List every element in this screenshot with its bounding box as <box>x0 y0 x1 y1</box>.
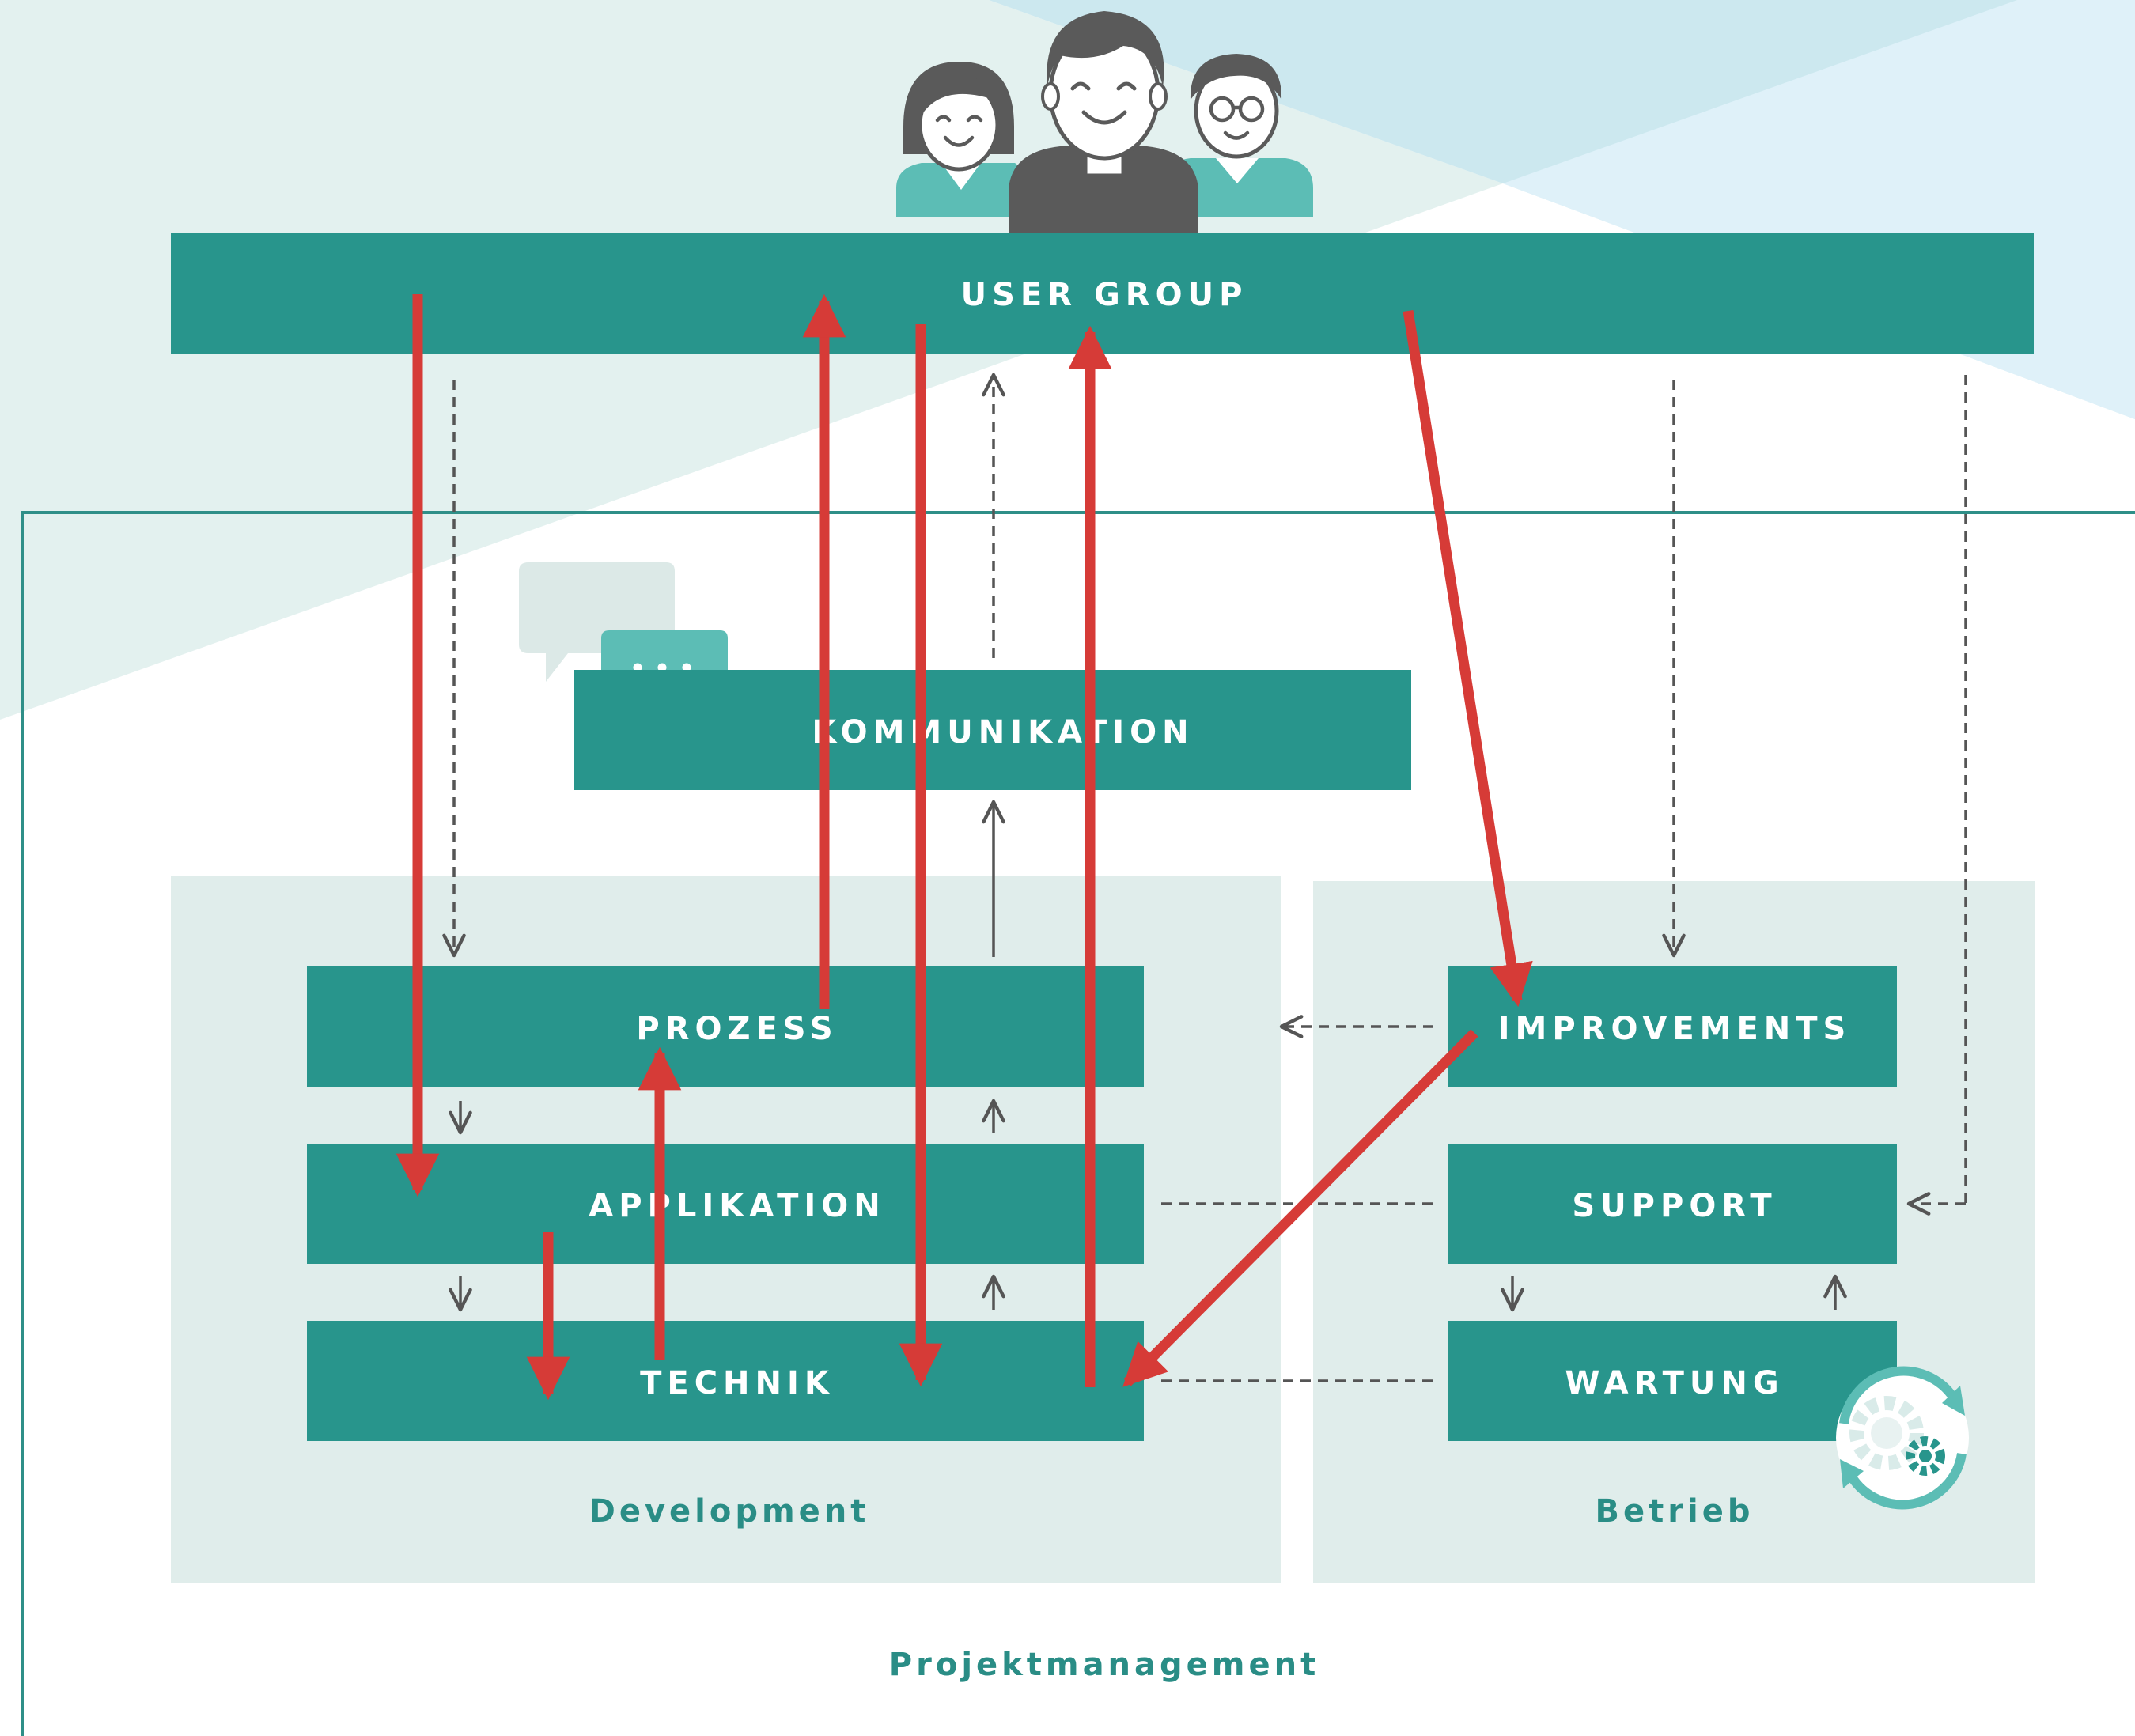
box-prozess: PROZESS <box>307 966 1144 1087</box>
box-support: SUPPORT <box>1448 1144 1897 1264</box>
technik-label: TECHNIK <box>640 1365 835 1401</box>
projektmanagement-frame <box>21 511 2135 1736</box>
betrieb-group-label: Betrieb <box>1596 1493 1755 1530</box>
wartung-label: WARTUNG <box>1565 1365 1784 1401</box>
kommunikation-label: KOMMUNIKATION <box>812 714 1194 751</box>
person-center <box>1009 11 1198 234</box>
box-wartung: WARTUNG <box>1448 1321 1897 1441</box>
development-group-label: Development <box>589 1493 870 1530</box>
support-label: SUPPORT <box>1572 1188 1777 1224</box>
prozess-label: PROZESS <box>636 1011 838 1047</box>
user-group-people-icon <box>896 11 1313 234</box>
applikation-label: APPLIKATION <box>589 1188 885 1224</box>
box-user-group: USER GROUP <box>171 233 2034 354</box>
red-arrows <box>396 293 1533 1401</box>
person-left <box>896 62 1023 217</box>
projektmanagement-label: Projektmanagement <box>889 1647 1319 1683</box>
box-kommunikation: KOMMUNIKATION <box>574 670 1411 790</box>
red-arrow-ug-to-improvements <box>1403 309 1533 1008</box>
box-applikation: APPLIKATION <box>307 1144 1144 1264</box>
improvements-label: IMPROVEMENTS <box>1498 1011 1852 1047</box>
gears-cycle-icon <box>1836 1366 1969 1510</box>
box-improvements: IMPROVEMENTS <box>1448 966 1897 1087</box>
user-group-label: USER GROUP <box>961 277 1248 313</box>
red-arrow-improvements-to-technik <box>1122 1029 1478 1387</box>
box-technik: TECHNIK <box>307 1321 1144 1441</box>
dashed-connectors <box>442 373 1967 1382</box>
